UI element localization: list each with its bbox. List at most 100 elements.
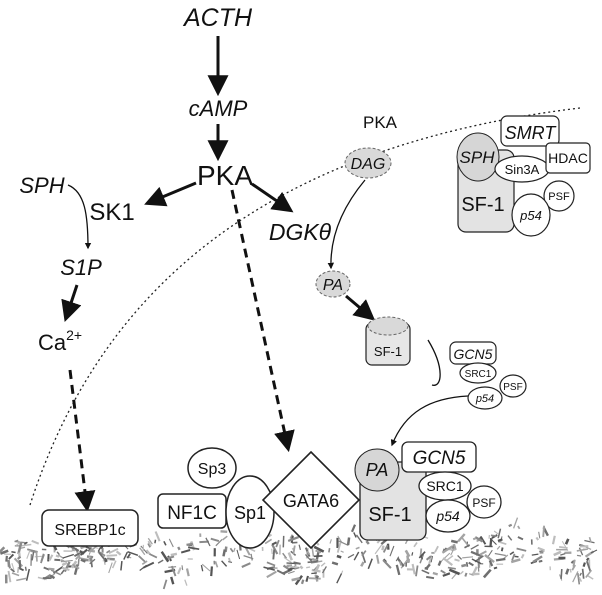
dna-strand-fragment <box>149 553 158 559</box>
dna-strand-fragment <box>313 545 325 553</box>
dna-strand-fragment <box>142 561 155 569</box>
psf-bound-label: PSF <box>472 496 495 510</box>
ca-label: Ca2+ <box>38 327 82 355</box>
dna-strand-fragment <box>14 539 19 543</box>
src1-bound-label: SRC1 <box>426 478 464 494</box>
gata6-label: GATA6 <box>283 491 339 511</box>
dna-strand-fragment <box>355 546 360 550</box>
dna-strand-fragment <box>447 566 456 570</box>
dna-strand-fragment <box>304 554 313 562</box>
dna-strand-fragment <box>336 542 342 553</box>
dna-strand-fragment <box>421 569 430 575</box>
dna-strand-fragment <box>233 547 236 552</box>
dna-strand-fragment <box>80 548 88 556</box>
dna-strand-fragment <box>538 559 543 563</box>
dna-strand-fragment <box>215 538 223 547</box>
dna-strand-fragment <box>462 556 474 559</box>
dna-strand-fragment <box>413 542 418 548</box>
arrow-coactivator-dna <box>390 395 469 447</box>
dna-strand-fragment <box>517 525 521 530</box>
nf1c-label: NF1C <box>167 503 217 524</box>
dna-strand-fragment <box>170 552 178 557</box>
arrow-coactivator-recruit <box>427 339 441 386</box>
dna-strand-fragment <box>266 570 277 579</box>
dna-strand-fragment <box>331 561 339 566</box>
dna-strand-fragment <box>221 560 228 567</box>
dna-strand-fragment <box>338 540 349 546</box>
dna-strand-fragment <box>464 572 468 577</box>
dna-strand-fragment <box>241 562 251 568</box>
dna-strand-fragment <box>24 566 27 571</box>
dna-strand-fragment <box>106 554 118 557</box>
dna-strand-fragment <box>454 558 460 562</box>
dna-strand-fragment <box>222 549 227 557</box>
dna-strand-fragment <box>89 558 96 565</box>
dna-strand-fragment <box>382 559 392 569</box>
dna-strand-fragment <box>440 569 446 575</box>
dna-strand-fragment <box>516 547 527 552</box>
dna-strand-fragment <box>95 547 99 549</box>
dna-strand-fragment <box>571 564 577 571</box>
dna-strand-fragment <box>520 553 525 559</box>
dna-strand-fragment <box>415 565 419 577</box>
dna-strand-fragment <box>578 547 584 556</box>
dna-strand-fragment <box>205 537 211 547</box>
dna-strand-fragment <box>495 557 506 562</box>
dna-strand-fragment <box>271 548 273 555</box>
dna-strand-fragment <box>425 555 432 561</box>
dna-strand-fragment <box>73 564 79 575</box>
dna-strand-fragment <box>147 537 153 545</box>
dna-strand-fragment <box>564 538 570 545</box>
dna-strand-fragment <box>147 540 152 547</box>
dna-strand-fragment <box>470 544 479 550</box>
dna-strand-fragment <box>268 533 273 538</box>
dna-strand-fragment <box>577 572 581 585</box>
dna-strand-fragment <box>79 549 85 555</box>
dna-strand-fragment <box>154 531 161 542</box>
dna-strand-fragment <box>360 561 365 567</box>
dna-strand-fragment <box>437 560 442 567</box>
dna-strand-fragment <box>328 547 331 553</box>
dna-strand-fragment <box>374 544 383 555</box>
psf-repressor-label: PSF <box>548 191 570 203</box>
dna-strand-fragment <box>120 561 123 571</box>
dna-strand-fragment <box>137 555 146 563</box>
dna-strand-fragment <box>63 561 71 573</box>
dna-strand-fragment <box>98 551 106 561</box>
dna-strand-fragment <box>581 568 585 579</box>
dna-strand-fragment <box>5 555 8 562</box>
sp3-label: Sp3 <box>198 461 227 478</box>
dna-strand-fragment <box>34 555 42 558</box>
dna-strand-fragment <box>17 566 19 573</box>
dna-strand-fragment <box>531 553 539 556</box>
dna-strand-fragment <box>461 563 467 568</box>
dna-strand-fragment <box>185 568 190 577</box>
dna-strand-fragment <box>315 549 322 554</box>
dna-strand-fragment <box>329 539 332 544</box>
arrow-pka-sk1 <box>144 181 197 207</box>
arrow-dag-pa <box>327 179 366 270</box>
pa-node <box>315 270 351 298</box>
dna-strand-fragment <box>140 545 148 554</box>
dna-strand-fragment <box>450 539 458 544</box>
dna-strand-fragment <box>468 573 474 576</box>
dna-strand-fragment <box>451 573 457 580</box>
dna-strand-fragment <box>538 531 541 539</box>
dna-strand-fragment <box>162 579 168 590</box>
dna-strand-fragment <box>282 552 288 559</box>
dna-strand-fragment <box>210 566 213 577</box>
dna-strand-fragment <box>411 563 416 575</box>
dna-strand-fragment <box>490 534 497 537</box>
active-sf1-complex: GCN5 PA SRC1 SF-1 PSF p54 <box>354 441 502 541</box>
dna-strand-fragment <box>442 572 451 577</box>
dna-strand-fragment <box>210 537 220 543</box>
dna-strand-fragment <box>293 561 301 565</box>
dna-strand-fragment <box>590 549 598 554</box>
dna-strand-fragment <box>472 537 477 541</box>
dna-strand-fragment <box>7 570 12 583</box>
dag-label: DAG <box>351 156 386 173</box>
dna-strand-fragment <box>97 546 102 552</box>
dgk-label: DGKθ <box>269 219 332 245</box>
dna-strand-fragment <box>69 545 80 553</box>
dna-strand-fragment <box>77 558 80 567</box>
